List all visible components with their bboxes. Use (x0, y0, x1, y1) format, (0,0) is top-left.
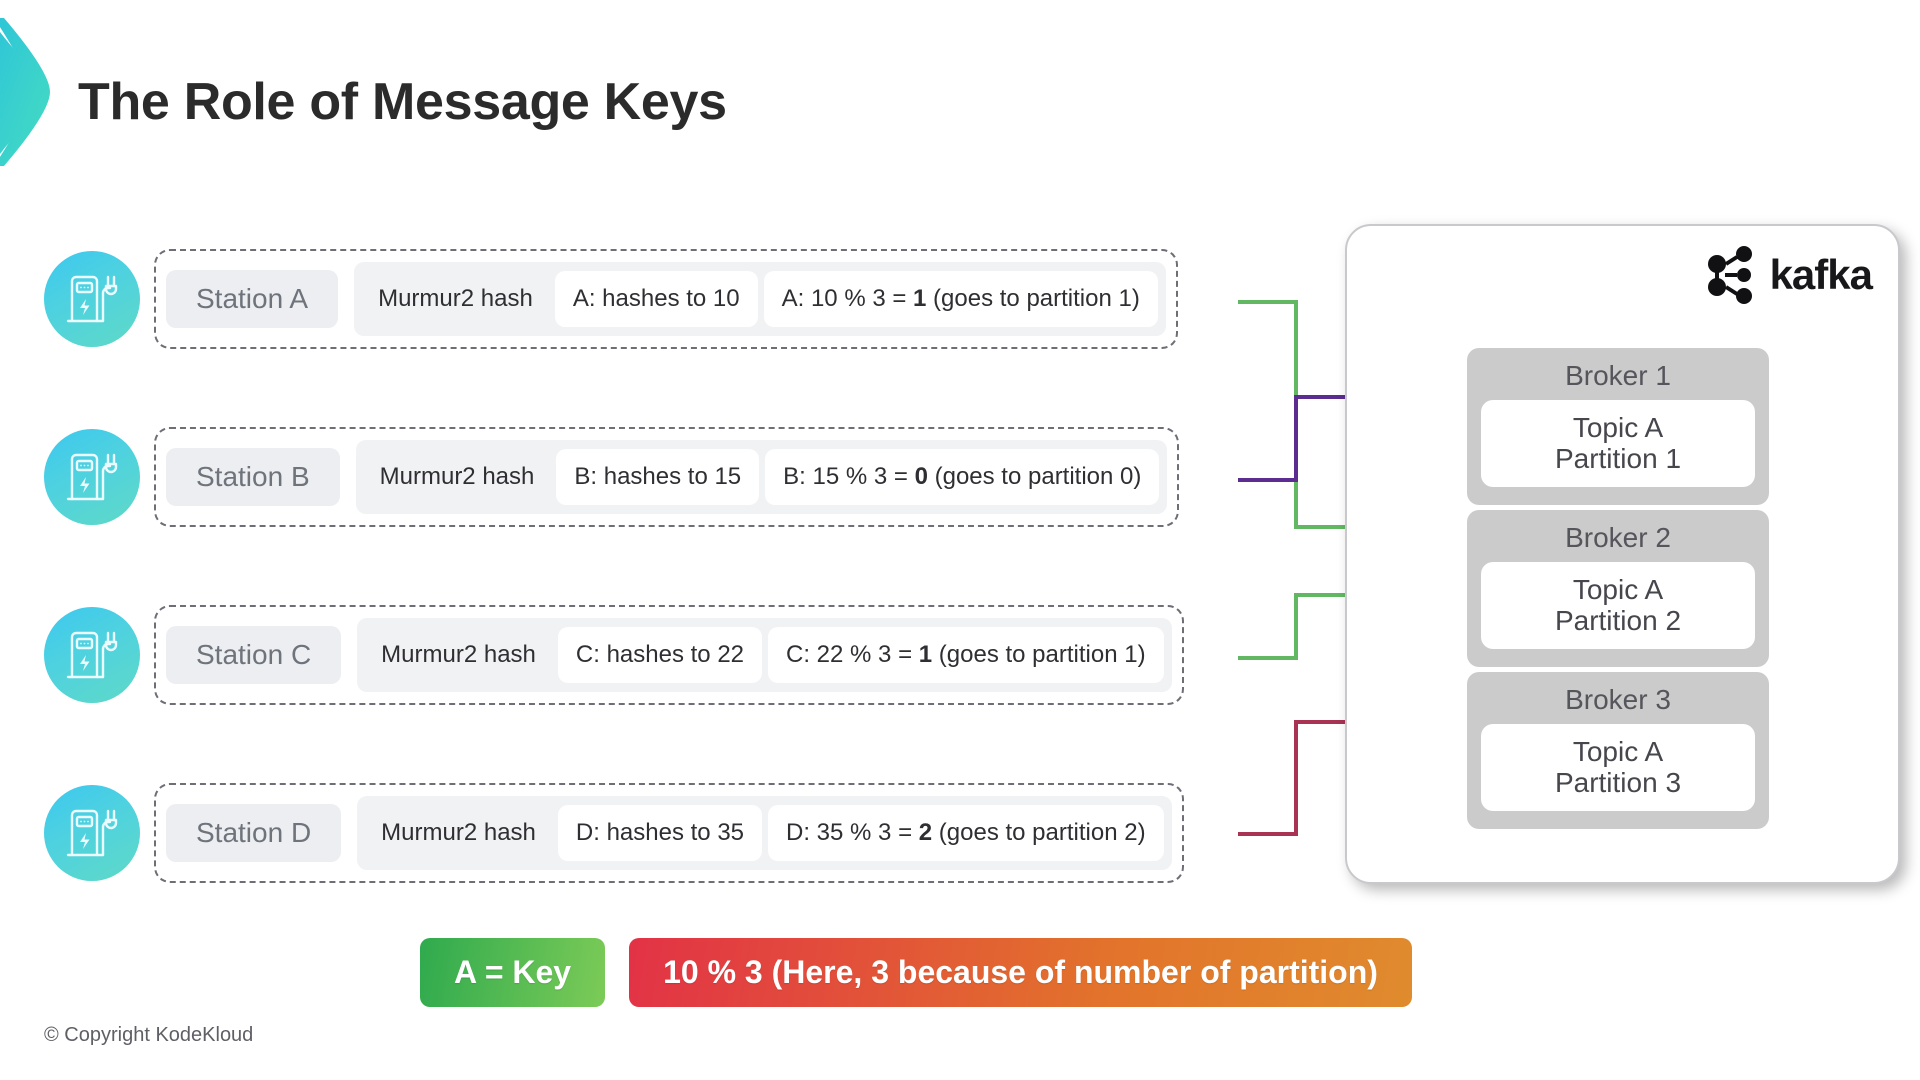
result-suffix: (goes to partition 1) (932, 641, 1146, 668)
station-rows: Station A Murmur2 hash A: hashes to 10 A… (0, 240, 1300, 900)
hash-group: Murmur2 hash C: hashes to 22 C: 22 % 3 =… (357, 618, 1172, 692)
partition-box: Topic A Partition 1 (1481, 400, 1755, 487)
result-partition: 1 (913, 285, 927, 312)
broker-box-3: Broker 3 Topic A Partition 3 (1467, 672, 1769, 829)
table-row: Station B Murmur2 hash B: hashes to 15 B… (44, 418, 1180, 536)
table-row: Station C Murmur2 hash C: hashes to 22 C… (44, 596, 1184, 714)
table-row: Station D Murmur2 hash D: hashes to 35 D… (44, 774, 1184, 892)
ev-charging-station-icon (44, 251, 140, 347)
result-prefix: D: 35 % 3 = (786, 819, 919, 846)
hash-group: Murmur2 hash A: hashes to 10 A: 10 % 3 =… (354, 262, 1166, 336)
station-label: Station B (166, 448, 340, 506)
kafka-logo-text: kafka (1769, 251, 1873, 298)
hash-label: Murmur2 hash (381, 641, 536, 668)
partition-result: B: 15 % 3 = 0 (goes to partition 0) (765, 449, 1160, 505)
partition-label: Partition 3 (1554, 767, 1682, 799)
hash-value: A: hashes to 10 (554, 271, 758, 327)
station-row-box: Station D Murmur2 hash D: hashes to 35 D… (154, 783, 1184, 883)
page-title: The Role of Message Keys (78, 73, 727, 131)
partition-box: Topic A Partition 2 (1481, 562, 1755, 649)
station-label: Station A (166, 270, 339, 328)
hash-group: Murmur2 hash B: hashes to 15 B: 15 % 3 =… (355, 440, 1168, 514)
topic-label: Topic A (1572, 574, 1664, 605)
copyright-text: © Copyright KodeKloud (44, 1024, 254, 1046)
partition-result: C: 22 % 3 = 1 (goes to partition 1) (768, 627, 1164, 683)
result-partition: 1 (918, 641, 933, 668)
result-suffix: (goes to partition 2) (932, 819, 1146, 846)
legend: A = Key 10 % 3 (Here, 3 because of numbe… (420, 938, 1412, 1007)
station-row-box: Station A Murmur2 hash A: hashes to 10 A… (154, 249, 1178, 349)
chevron-accent-icon (0, 12, 66, 172)
station-label: Station C (166, 626, 342, 684)
station-label: Station D (166, 804, 342, 862)
kafka-logo-icon (1707, 246, 1752, 304)
legend-mod-badge: 10 % 3 (Here, 3 because of number of par… (629, 938, 1412, 1007)
broker-title: Broker 3 (1565, 684, 1671, 715)
hash-label: Murmur2 hash (381, 819, 536, 846)
table-row: Station A Murmur2 hash A: hashes to 10 A… (44, 240, 1178, 358)
broker-title: Broker 2 (1565, 522, 1671, 553)
legend-key-badge: A = Key (420, 938, 606, 1007)
result-prefix: B: 15 % 3 = (783, 463, 915, 490)
kafka-logo: kafka (1702, 244, 1873, 306)
ev-charging-station-icon (44, 785, 140, 881)
partition-result: D: 35 % 3 = 2 (goes to partition 2) (768, 805, 1164, 861)
result-suffix: (goes to partition 1) (926, 285, 1140, 312)
broker-title: Broker 1 (1565, 360, 1671, 391)
station-row-box: Station C Murmur2 hash C: hashes to 22 C… (154, 605, 1184, 705)
result-prefix: C: 22 % 3 = (786, 641, 919, 668)
result-partition: 0 (914, 463, 928, 490)
result-suffix: (goes to partition 0) (927, 463, 1142, 490)
hash-label: Murmur2 hash (379, 463, 535, 490)
ev-charging-station-icon (44, 607, 140, 703)
partition-label: Partition 1 (1554, 443, 1682, 475)
hash-value: D: hashes to 35 (557, 805, 763, 861)
hash-label: Murmur2 hash (378, 285, 533, 312)
partition-box: Topic A Partition 3 (1481, 724, 1755, 811)
ev-charging-station-icon (44, 429, 140, 525)
broker-box-1: Broker 1 Topic A Partition 1 (1467, 348, 1769, 505)
station-row-box: Station B Murmur2 hash B: hashes to 15 B… (154, 427, 1180, 527)
kafka-cluster-panel: kafka Broker 1 Topic A Partition 1 Broke… (1345, 224, 1900, 884)
topic-label: Topic A (1572, 736, 1664, 767)
broker-box-2: Broker 2 Topic A Partition 2 (1467, 510, 1769, 667)
result-partition: 2 (918, 819, 933, 846)
partition-result: A: 10 % 3 = 1 (goes to partition 1) (763, 271, 1158, 327)
result-prefix: A: 10 % 3 = (781, 285, 914, 312)
hash-group: Murmur2 hash D: hashes to 35 D: 35 % 3 =… (357, 796, 1172, 870)
topic-label: Topic A (1572, 412, 1664, 443)
hash-value: B: hashes to 15 (556, 449, 760, 505)
partition-label: Partition 2 (1554, 605, 1682, 637)
hash-value: C: hashes to 22 (557, 627, 763, 683)
